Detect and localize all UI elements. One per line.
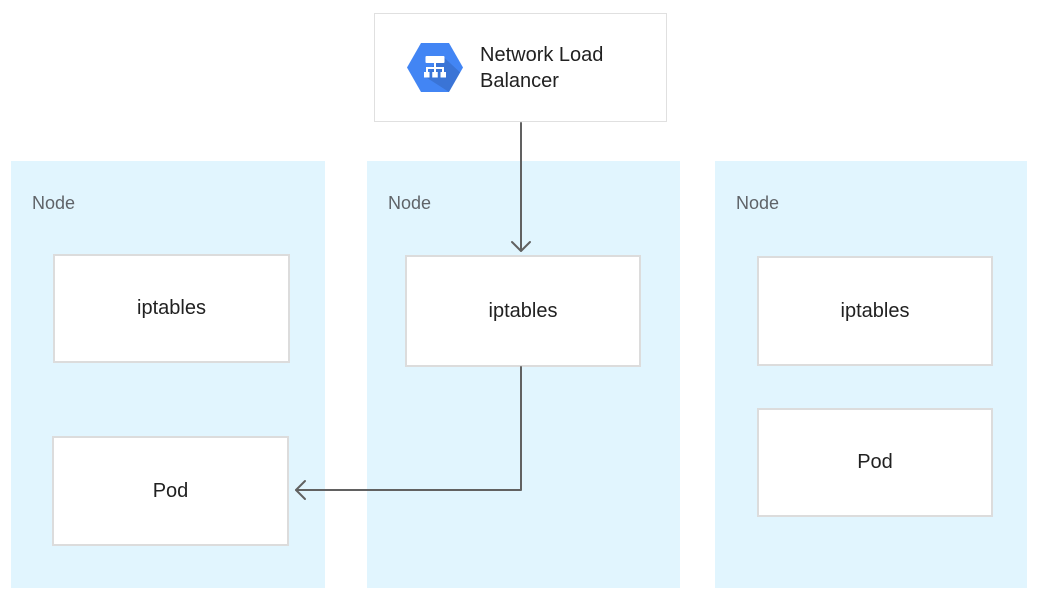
node-1-iptables-box: iptables	[53, 254, 290, 363]
node-panel-1: Node iptables Pod	[11, 161, 325, 588]
node-3-pod-box: Pod	[757, 408, 993, 517]
node-2-label: Node	[388, 193, 432, 213]
node-panel-3: Node iptables Pod	[715, 161, 1027, 588]
node-1-pod-box: Pod	[52, 436, 289, 546]
node-panel-2: Node iptables	[367, 161, 680, 588]
node-1-label: Node	[32, 193, 76, 213]
network-load-balancer-icon	[407, 43, 463, 92]
load-balancer-box: Network Load Balancer	[374, 13, 667, 122]
node-3-label: Node	[736, 193, 780, 213]
load-balancer-label: Network Load Balancer	[480, 43, 604, 92]
node-3-iptables-box: iptables	[757, 256, 993, 366]
node-2-iptables-box: iptables	[405, 255, 641, 367]
